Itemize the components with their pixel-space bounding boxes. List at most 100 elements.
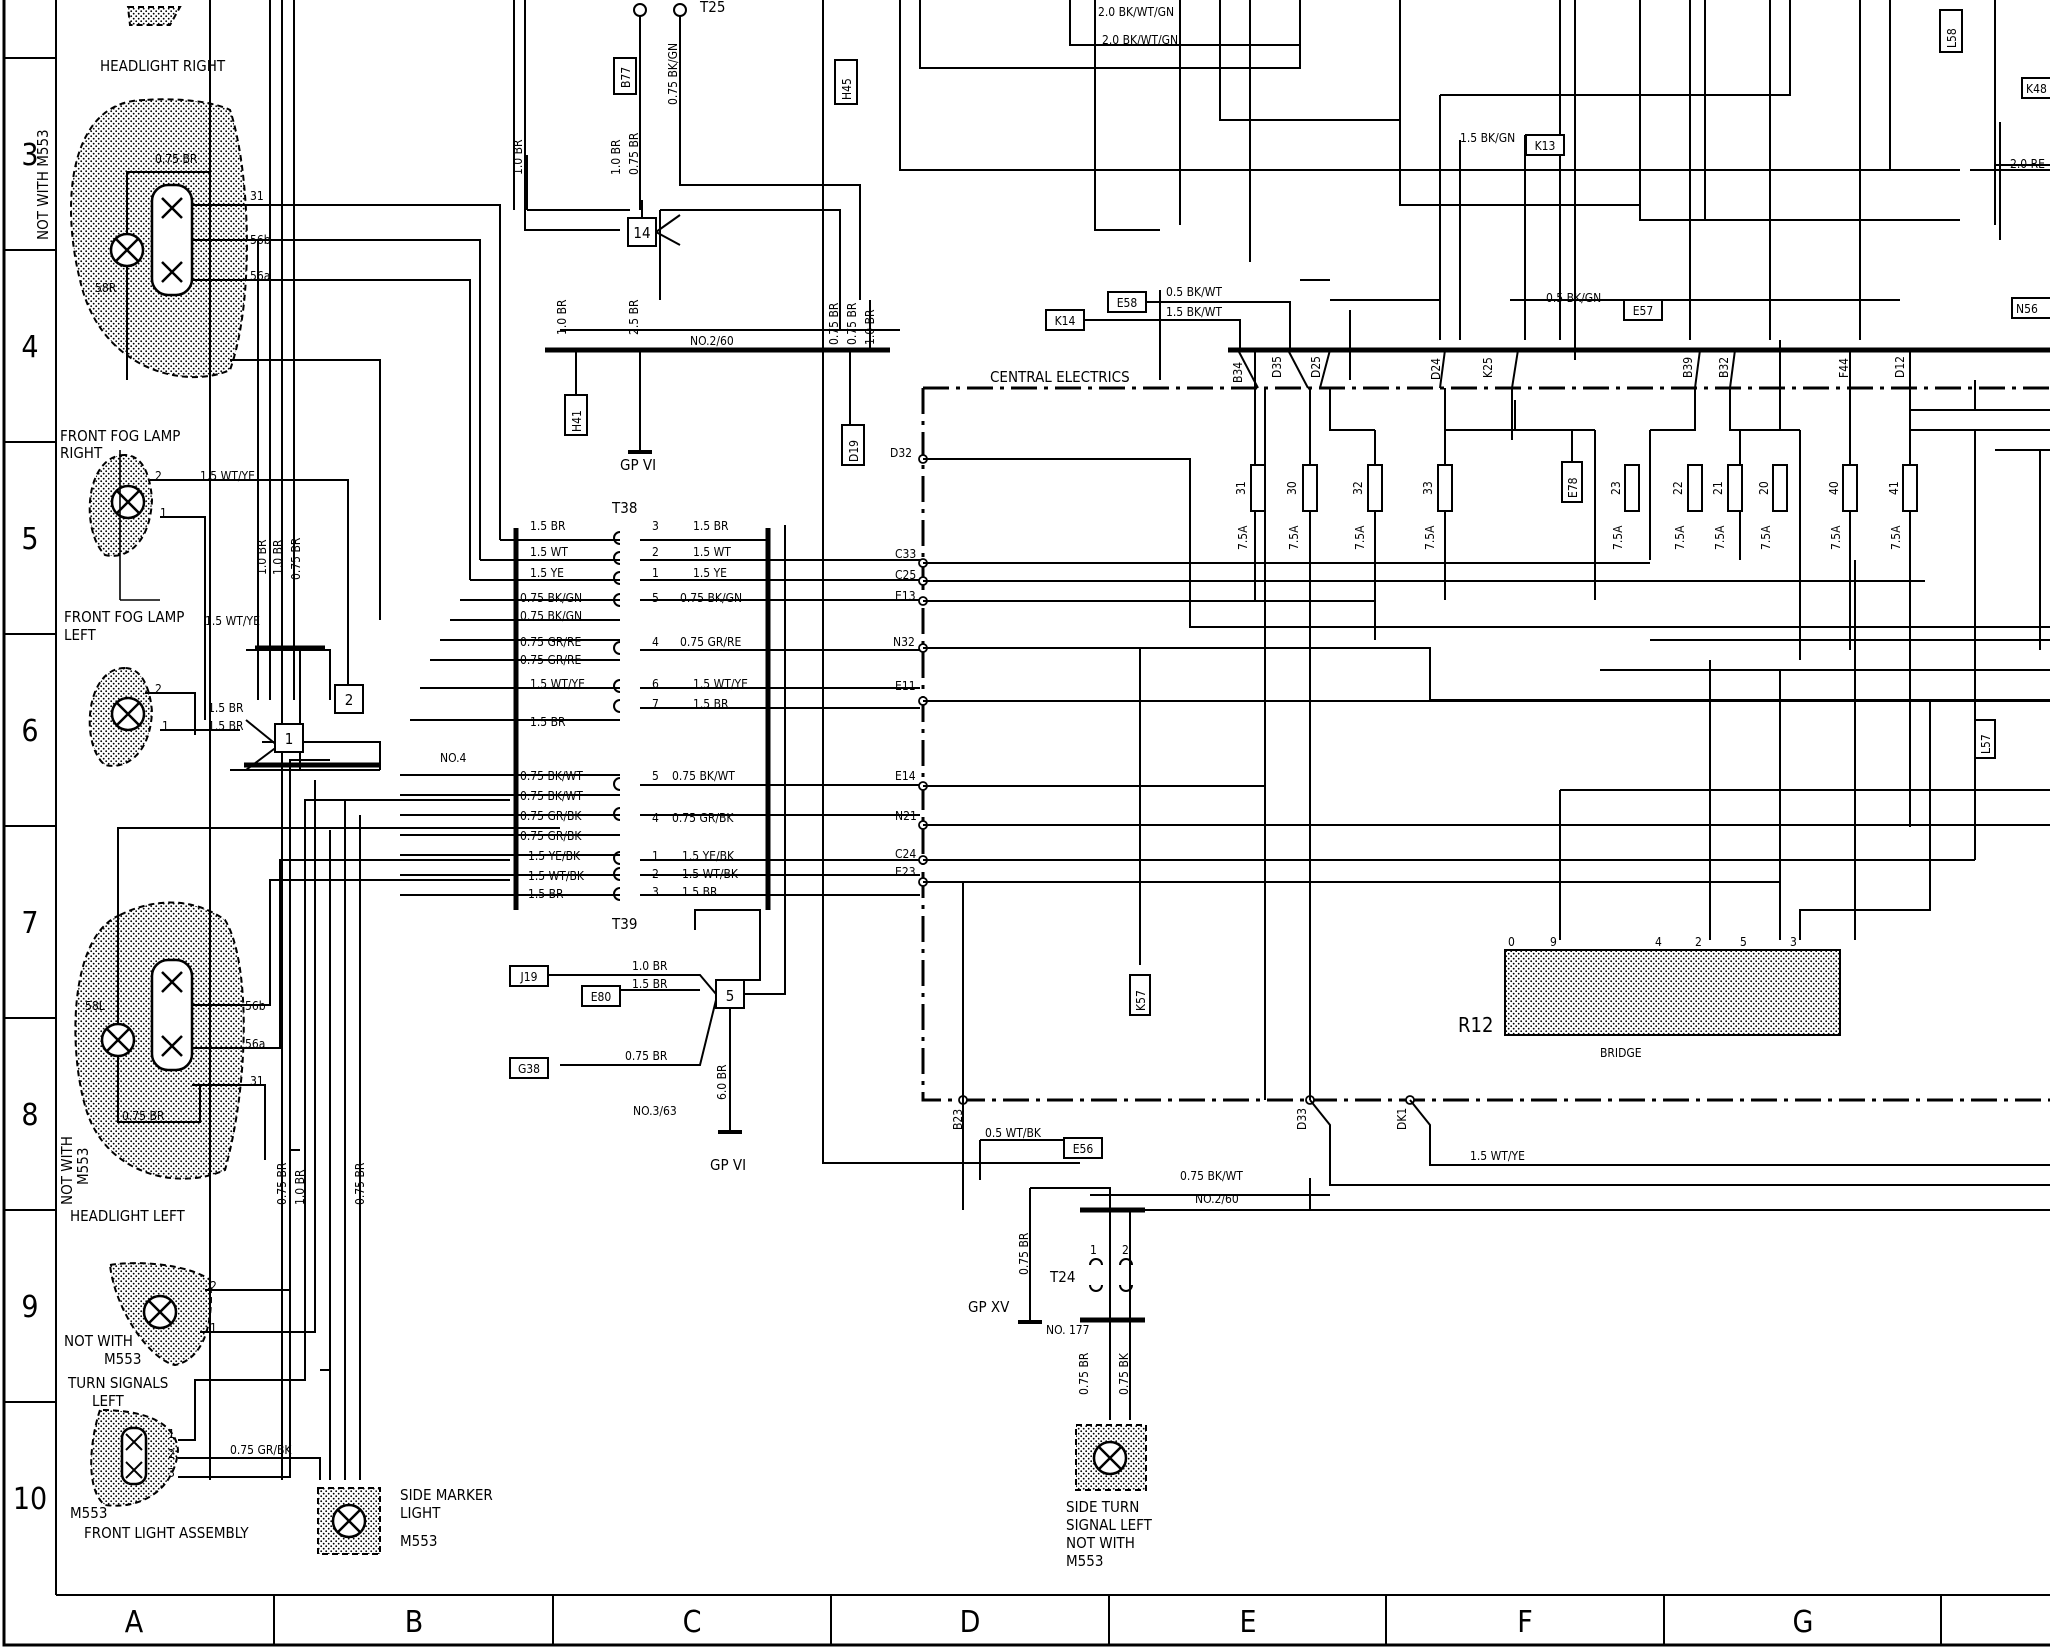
wire-label: 1.5 BR bbox=[208, 701, 244, 715]
wire-label: 0.75 BR bbox=[289, 537, 303, 580]
wire-label: 1.5 WT bbox=[693, 545, 731, 559]
wire-label: 0.75 BR bbox=[275, 1162, 289, 1205]
fuse-31 bbox=[1250, 464, 1266, 512]
wire-label: 0.75 BR bbox=[627, 132, 641, 175]
pin-label: 5 bbox=[652, 591, 659, 605]
fuse-41-label: 41 bbox=[1887, 481, 1901, 495]
col-label-b: B bbox=[405, 1605, 424, 1640]
wire-label: NO.3/63 bbox=[633, 1104, 677, 1118]
wire-label: 0.5 BK/GN bbox=[1546, 291, 1601, 305]
side-turn-label-3: NOT WITH bbox=[1066, 1534, 1135, 1552]
wire-label: NO. 177 bbox=[1046, 1323, 1090, 1337]
ground-point-5: 5 J19 E80 G38 1.0 BR 1.5 BR 0.75 BR 6.0 … bbox=[509, 525, 786, 1174]
r12-label: R12 bbox=[1458, 1013, 1493, 1037]
fuse-rating: 7.5A bbox=[1236, 525, 1250, 550]
col-label-c: C bbox=[683, 1605, 702, 1640]
wire-label: 1.0 BR bbox=[293, 1169, 307, 1205]
wire-label: 0.75 BK/WT bbox=[520, 789, 583, 803]
pin-label: 3 bbox=[652, 519, 659, 533]
r12-pin: 3 bbox=[1790, 935, 1797, 949]
fuse-22 bbox=[1687, 464, 1703, 512]
pin-label: 1 bbox=[210, 1321, 217, 1335]
r12-pin: 4 bbox=[1655, 935, 1662, 949]
pin-label: 3 bbox=[652, 885, 659, 899]
fuse-rating: 7.5A bbox=[1889, 525, 1903, 550]
pin-label: 2 bbox=[652, 545, 659, 559]
wire-label: NO.4 bbox=[440, 751, 467, 765]
t25-label: T25 bbox=[699, 0, 725, 16]
pin-c25: C25 bbox=[895, 568, 916, 582]
column-labels: A B C D E F G bbox=[125, 1605, 1814, 1640]
wire-label: 6.0 BR bbox=[715, 1064, 729, 1100]
not-with-m553-top: NOT WITH M553 bbox=[34, 129, 52, 240]
wire-label: 0.75 BR bbox=[1017, 1232, 1031, 1275]
bottom-wiring: E56 0.5 WT/BK B23 D33 DK1 0.75 BK/WT NO.… bbox=[951, 1099, 2050, 1420]
side-marker-label: SIDE MARKER bbox=[400, 1486, 493, 1504]
pin-label: 2 bbox=[652, 867, 659, 881]
wire-label: 0.75 BK/WT bbox=[520, 769, 583, 783]
wire-label: 1.5 BR bbox=[530, 519, 566, 533]
row-labels: 3 4 5 6 7 8 9 10 bbox=[13, 138, 47, 1517]
fuse-31-label: 31 bbox=[1234, 481, 1248, 495]
front-light-assembly-label: FRONT LIGHT ASSEMBLY bbox=[84, 1524, 249, 1542]
gp-vi-bottom-label: GP VI bbox=[710, 1156, 746, 1174]
r12-pin: 2 bbox=[1695, 935, 1702, 949]
j19-ref: J19 bbox=[520, 970, 538, 984]
pin-label: 1 bbox=[162, 719, 169, 733]
central-electrics-top-pins: B34 D35 D25 D24 K25 B39 B32 F44 D12 bbox=[1231, 356, 1907, 383]
pin-label: 1 bbox=[160, 506, 167, 520]
n56-ref: N56 bbox=[2016, 302, 2038, 316]
side-marker-label-2: LIGHT bbox=[400, 1504, 441, 1522]
wire-label: 1.0 BR bbox=[511, 139, 525, 175]
row-label-9: 9 bbox=[21, 1290, 38, 1325]
row4-refs: E58 0.5 BK/WT 1.5 BK/WT K14 0.5 BK/GN E5… bbox=[1045, 285, 2050, 353]
wire-label: 1.5 BK/WT bbox=[1166, 305, 1222, 319]
pin-label: 2 bbox=[1122, 1243, 1129, 1257]
gp-vi-top-label: GP VI bbox=[620, 456, 656, 474]
pin-label: 3 bbox=[168, 1466, 175, 1480]
wire-label: 1.5 YE bbox=[693, 566, 727, 580]
wire-label: 0.75 GR/BK bbox=[520, 809, 582, 823]
pin-k25: K25 bbox=[1481, 357, 1495, 378]
pin-label: 4 bbox=[652, 811, 659, 825]
wire-label: 0.75 BR bbox=[1077, 1352, 1091, 1395]
pin-e11: E11 bbox=[895, 679, 916, 693]
wire-label: 0.75 GR/BK bbox=[672, 811, 734, 825]
pin-b32: B32 bbox=[1717, 357, 1731, 378]
turn-lamp-9: NOT WITH M553 2 1 bbox=[64, 1262, 217, 1368]
pin-e13: E13 bbox=[895, 589, 916, 603]
wire-label: 0.75 BK bbox=[1117, 1352, 1131, 1395]
wire-label: 0.75 BR bbox=[353, 1162, 367, 1205]
ground-point-2-label: 2 bbox=[345, 691, 354, 709]
central-electrics: CENTRAL ELECTRICS D32 C33 C25 E13 N32 E1… bbox=[890, 340, 2050, 1105]
fuse-33-label: 33 bbox=[1421, 481, 1435, 495]
wire-label: 1.5 WT/YE bbox=[205, 614, 260, 628]
ground-point-2: 2 bbox=[334, 684, 364, 714]
wire-label: 1.0 BR bbox=[632, 959, 668, 973]
wire-label: 1.5 BR bbox=[693, 519, 729, 533]
fuse-30-label: 30 bbox=[1285, 481, 1299, 495]
fuse-20-label: 20 bbox=[1757, 481, 1771, 495]
wire-label: 1.0 BR bbox=[609, 139, 623, 175]
col-label-a: A bbox=[125, 1605, 144, 1640]
front-fog-left-label: FRONT FOG LAMP bbox=[64, 608, 184, 626]
r12-pin: 9 bbox=[1550, 935, 1557, 949]
wire-label: 0.75 BK/GN bbox=[520, 591, 582, 605]
wire-label: 0.75 GR/RE bbox=[520, 635, 581, 649]
side-marker-label-3: M553 bbox=[400, 1532, 437, 1550]
wire-label: NO.2/60 bbox=[1195, 1192, 1239, 1206]
e56-ref: E56 bbox=[1073, 1142, 1094, 1156]
wire-label: 0.75 BK/GN bbox=[520, 609, 582, 623]
wire-label: 0.75 BK/WT bbox=[1180, 1169, 1243, 1183]
l58-ref: L58 bbox=[1945, 28, 1959, 48]
wire-label: 1.5 BR bbox=[693, 697, 729, 711]
row-label-4: 4 bbox=[21, 330, 38, 365]
ground-point-14-label: 14 bbox=[633, 224, 650, 242]
wire-label: 0.75 GR/RE bbox=[680, 635, 741, 649]
r12-bridge: R12 BRIDGE 0 9 4 2 5 3 L57 K57 bbox=[1129, 719, 1996, 1060]
pin-label: 4 bbox=[652, 635, 659, 649]
pin-c24: C24 bbox=[895, 847, 916, 861]
k14-ref: K14 bbox=[1055, 314, 1076, 328]
pin-e14: E14 bbox=[895, 769, 916, 783]
g38-ref: G38 bbox=[518, 1062, 540, 1076]
